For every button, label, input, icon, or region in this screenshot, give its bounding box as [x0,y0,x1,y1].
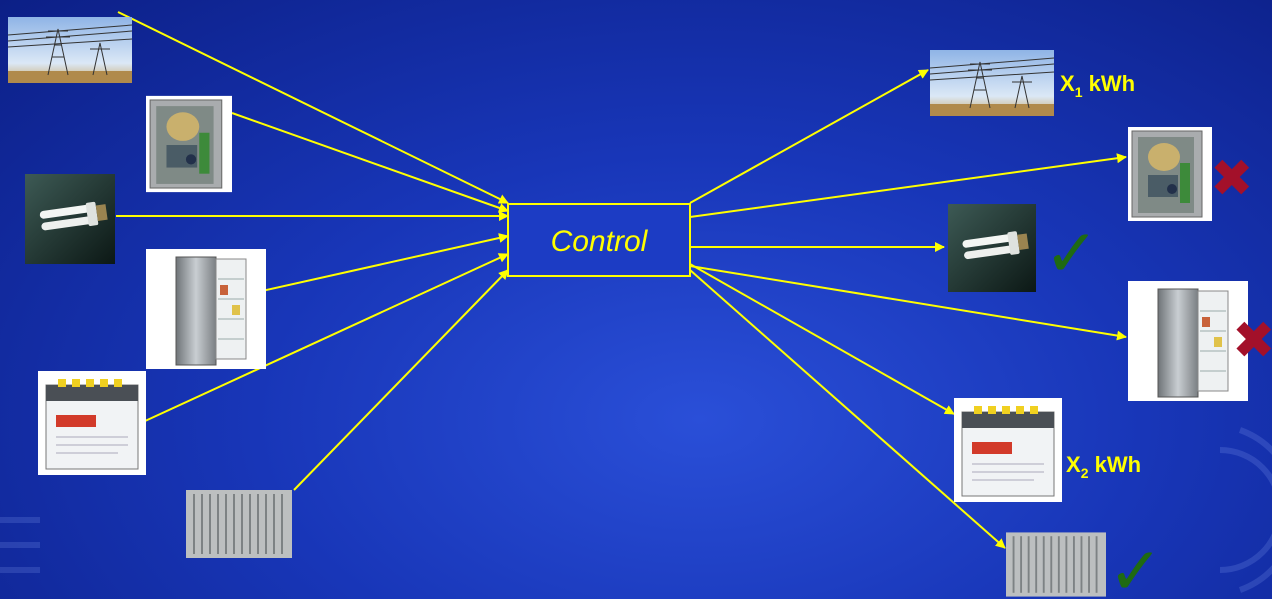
bulb-photo-output [948,204,1036,292]
cross-mark-icon: ✖ [1232,311,1272,371]
cross-mark-icon: ✖ [1210,149,1254,209]
arrow-boiler-to-control [232,113,508,211]
bulb-photo-input [25,174,115,264]
fridge-photo-output [1128,281,1248,401]
battery-kwh-label: X2 kWh [1066,452,1141,481]
radiator-photo-output [1006,532,1106,596]
control-box: Control [508,204,690,276]
arrow-control-to-grid [690,70,928,203]
arrow-fridge-to-control [253,236,508,293]
battery-photo-output [954,398,1062,502]
check-mark-icon: ✓ [1108,533,1163,599]
boiler-photo-output [1128,127,1212,221]
grid-kwh-label: X1 kWh [1060,71,1135,100]
pylon-photo-output [930,50,1054,116]
radiator-photo-input [186,490,292,558]
boiler-photo-input [146,96,232,192]
check-mark-icon: ✓ [1044,215,1099,292]
battery-photo-input [38,371,146,475]
control-label: Control [551,225,649,258]
pylon-photo-input [8,17,132,83]
fridge-photo-input [146,249,266,369]
